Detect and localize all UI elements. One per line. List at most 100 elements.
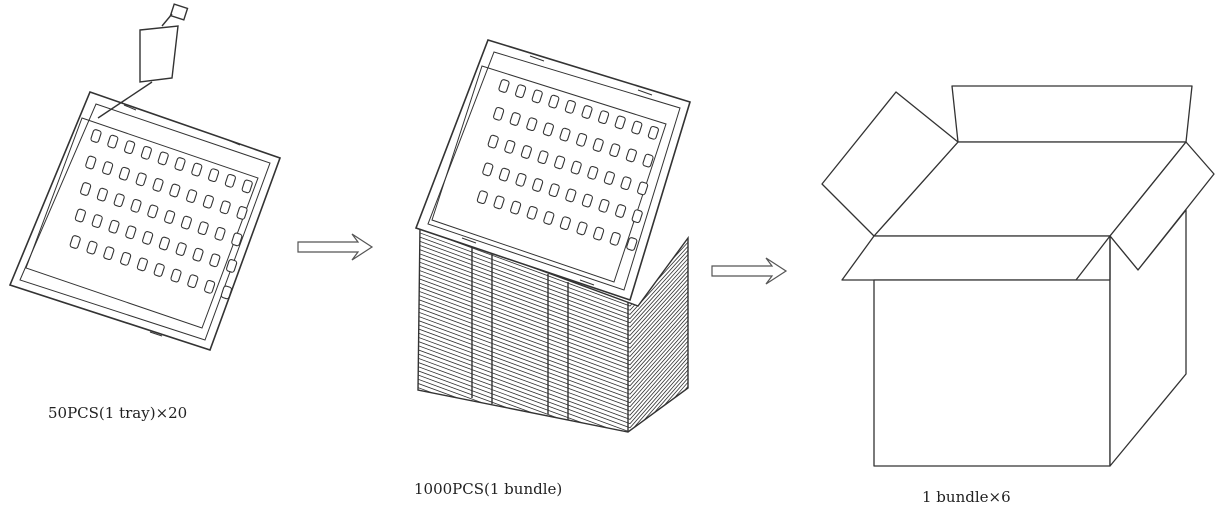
tray-cell: [220, 285, 232, 300]
tray-cell: [157, 151, 169, 166]
tray-cell: [241, 179, 253, 194]
tray-cell: [532, 178, 544, 192]
tray-cell: [576, 132, 588, 147]
tray-cell: [531, 89, 543, 104]
tray-cell: [498, 167, 510, 182]
tray-cell: [187, 274, 199, 289]
tray-cell: [637, 181, 649, 196]
stack-layer-line: [418, 294, 688, 374]
stack-layer-line: [418, 286, 688, 366]
tray-cell: [559, 216, 571, 231]
tray-cell: [482, 162, 494, 177]
stack-layer-line: [418, 269, 688, 349]
stack-layer-line: [418, 261, 688, 341]
stack-layer-line: [418, 307, 688, 387]
tray-cell: [158, 236, 170, 251]
stack-layer-line: [418, 315, 688, 395]
stack-layer-line: [418, 320, 688, 399]
tray-cell: [197, 221, 209, 236]
tray-cell: [152, 178, 164, 192]
tray-cell: [593, 226, 605, 241]
stack-layer-line: [418, 299, 688, 378]
tray-cell: [174, 157, 186, 171]
stack-layer-line: [418, 290, 688, 370]
tray-cell: [236, 206, 248, 220]
tray-cell: [576, 221, 588, 236]
tray-cell: [526, 117, 538, 132]
tray-cell: [118, 166, 130, 181]
stack-layer-line: [418, 244, 688, 324]
tray-cell: [170, 268, 182, 283]
tray-cell: [226, 259, 238, 273]
tray-cell: [564, 99, 576, 114]
tray-cell: [515, 84, 527, 99]
tray-cell: [625, 148, 637, 163]
tray-cell: [487, 134, 499, 149]
tray-cell: [598, 198, 610, 213]
tray-cell: [153, 263, 165, 277]
stack-layer-line: [418, 328, 688, 408]
tray-cell: [169, 183, 181, 198]
stack-layer-line: [418, 303, 688, 383]
stack-layer-line: [418, 357, 688, 432]
stack-layer-line: [418, 240, 688, 320]
tray-cell: [103, 246, 115, 261]
tray-cell: [581, 193, 593, 208]
stack-layer-line: [418, 349, 688, 429]
stack-layer-line: [418, 353, 688, 432]
chip-component: [97, 3, 189, 119]
stack-layer-line: [418, 311, 688, 391]
tray-cell: [164, 210, 176, 224]
tray-stack: [414, 39, 691, 433]
tray-cell: [142, 231, 154, 245]
tray-cell: [180, 215, 192, 230]
tray-cell: [147, 204, 159, 219]
tray-cell: [493, 106, 505, 121]
tray-cell: [191, 162, 203, 177]
tray-cell: [592, 138, 604, 152]
stack-layer-line: [418, 252, 688, 332]
tray-cell: [224, 173, 236, 188]
tray-cell: [80, 182, 92, 196]
tray-cell: [609, 231, 621, 246]
tray-cell: [96, 187, 108, 202]
tray-cell: [565, 188, 577, 203]
right-double-arrow-icon: [711, 257, 788, 285]
tray-cell: [520, 145, 532, 159]
tray-cell: [598, 110, 610, 125]
tray-cell: [543, 211, 555, 225]
tray-cell: [548, 183, 560, 198]
tray-cell: [631, 120, 643, 135]
stack-layer-line: [418, 324, 688, 404]
stack-layer-line: [418, 282, 688, 362]
carton-caption: 1 bundle×6: [922, 488, 1011, 506]
stack-layer-line: [418, 231, 688, 311]
stack-layer-line: [418, 345, 688, 425]
tray-cell: [603, 171, 615, 185]
tray-cell: [192, 247, 204, 262]
tray-cell: [542, 122, 554, 137]
tray-cell: [626, 237, 638, 251]
top-tray-cells: [476, 79, 659, 251]
tray-cell: [214, 226, 226, 241]
stack-layer-line: [418, 236, 688, 315]
tray-cell: [186, 189, 198, 203]
tray-cell: [204, 279, 216, 294]
tray-cell: [548, 94, 560, 109]
tray-cell: [69, 235, 81, 249]
tray-cell: [85, 155, 97, 170]
tray-cell: [581, 105, 593, 119]
stack-layer-line: [418, 278, 688, 357]
tray-cell: [202, 194, 214, 209]
right-double-arrow-icon: [297, 233, 374, 261]
tray-cell: [615, 204, 627, 218]
tray-cell: [91, 214, 103, 228]
tray-cell: [647, 125, 659, 140]
tray-cell: [620, 176, 632, 191]
stack-layer-line: [418, 248, 688, 328]
tray-cell: [136, 257, 148, 272]
tray-caption: 50PCS(1 tray)×20: [48, 404, 188, 422]
tray-cell: [614, 115, 626, 130]
